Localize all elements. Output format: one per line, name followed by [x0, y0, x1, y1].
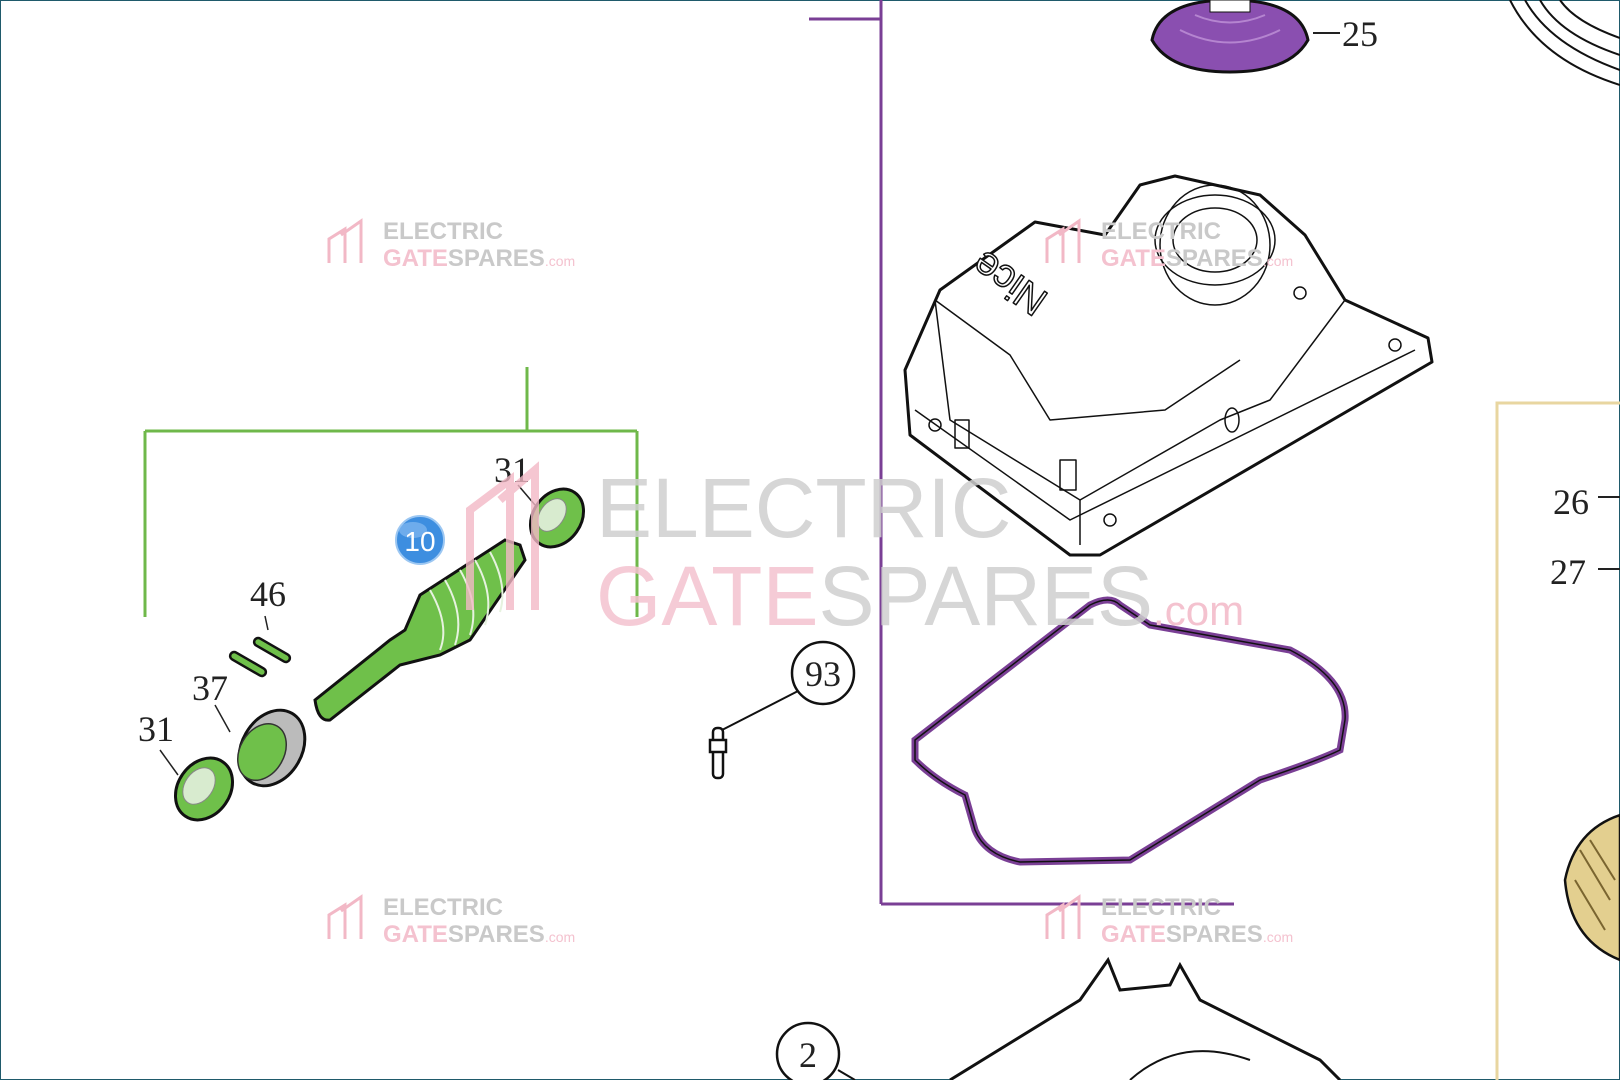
part-46-keys[interactable] [228, 636, 292, 678]
hotspot-10[interactable]: 10 [395, 515, 445, 565]
green-group-bracket [143, 367, 639, 617]
watermark-large: ELECTRIC GATESPARES.com [466, 461, 1244, 643]
part-label-26[interactable]: 26 [1553, 482, 1589, 522]
watermark-logo-icon [466, 461, 539, 610]
watermark-line1: ELECTRIC [596, 461, 1011, 555]
watermark-line2: GATESPARES.com [383, 921, 575, 948]
part-31-bottom-bearing[interactable] [164, 747, 244, 831]
watermark-small-2: ELECTRIC GATESPARES.com [1045, 218, 1293, 272]
worm-shaft[interactable] [313, 538, 527, 722]
watermark-logo-icon [1045, 218, 1081, 263]
watermark-logo-icon [1045, 894, 1081, 939]
watermark-small-4: ELECTRIC GATESPARES.com [1045, 894, 1293, 948]
watermark-logo-icon [327, 218, 363, 263]
part-label-27[interactable]: 27 [1550, 552, 1586, 592]
part-label-93[interactable]: 93 [805, 654, 841, 694]
part-label-31-bottom[interactable]: 31 [138, 709, 174, 749]
part-label-46[interactable]: 46 [250, 574, 286, 614]
watermark-small-1: ELECTRIC GATESPARES.com [327, 218, 575, 272]
part-25-seal[interactable] [1150, 0, 1310, 74]
base-housing[interactable] [949, 956, 1342, 1080]
watermark-line1: ELECTRIC [383, 218, 503, 245]
watermark-line1: ELECTRIC [1101, 218, 1221, 245]
watermark-line2: GATESPARES.com [1101, 245, 1293, 272]
watermark-small-3: ELECTRIC GATESPARES.com [327, 894, 575, 948]
watermark-line1: ELECTRIC [383, 894, 503, 921]
tan-group-bracket [1495, 401, 1620, 1080]
watermark-line2: GATESPARES.com [1101, 921, 1293, 948]
part-label-2[interactable]: 2 [799, 1035, 817, 1075]
purple-group-bracket [809, 0, 1234, 906]
watermark-line1: ELECTRIC [1101, 894, 1221, 921]
part-label-37[interactable]: 37 [192, 668, 228, 708]
watermark-line2: GATESPARES.com [596, 549, 1244, 643]
part-93-pin[interactable] [708, 726, 728, 780]
part-31-top-bearing[interactable] [520, 479, 595, 557]
hotspot-10-label: 10 [404, 526, 435, 557]
top-right-part [1509, 0, 1620, 86]
part-37-gear[interactable] [226, 698, 318, 797]
tan-gear-part[interactable] [1563, 813, 1620, 962]
part-callout-2 [775, 1021, 841, 1080]
part-label-25[interactable]: 25 [1342, 14, 1378, 54]
watermark-logo-icon [327, 894, 363, 939]
watermark-line2: GATESPARES.com [383, 245, 575, 272]
gasket-outline [914, 599, 1346, 863]
part-callout-93 [790, 640, 856, 706]
